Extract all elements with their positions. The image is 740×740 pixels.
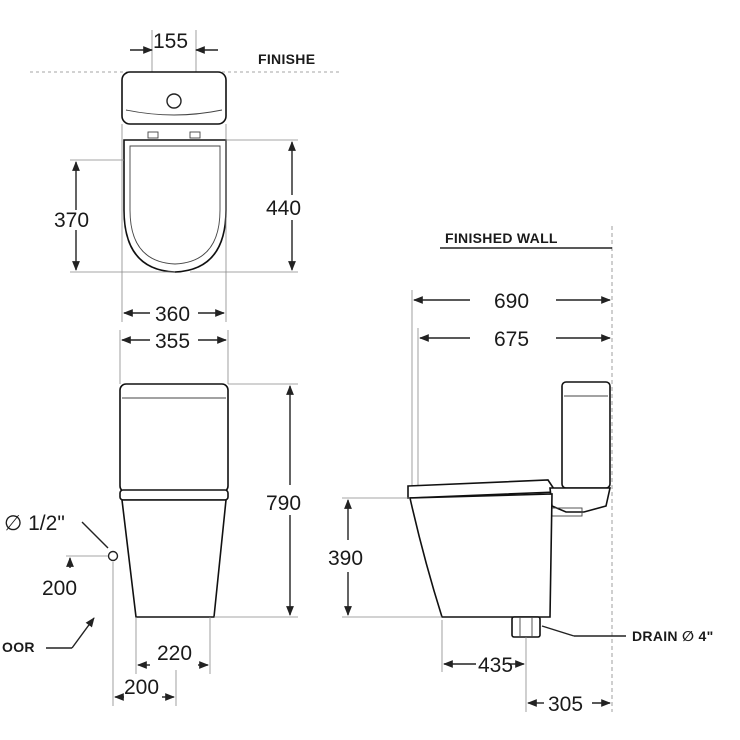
dim-total-height: 790	[266, 492, 301, 515]
dim-base-width: 220	[157, 642, 192, 665]
finished-top-label: FINISHE	[258, 51, 315, 67]
front-view: 355 790 ∅ 1/2" 200 OOR 220	[2, 330, 301, 706]
dim-seat-height: 390	[328, 547, 363, 570]
dim-side-depth-inner: 675	[494, 328, 529, 351]
water-inlet-symbol	[107, 550, 119, 562]
dim-top-width: 155	[153, 30, 188, 53]
top-view: FINISHE 155 370 440 360	[30, 30, 340, 326]
dim-inlet-offset: 200	[124, 676, 159, 699]
bowl-front	[121, 499, 227, 618]
seat-outline	[123, 139, 227, 273]
dim-total-length: 440	[266, 197, 301, 220]
drain-outlet	[511, 616, 541, 638]
tank-top-outline	[121, 71, 227, 125]
drain-label: DRAIN ∅ 4"	[632, 628, 714, 644]
water-inlet-label: ∅ 1/2"	[4, 512, 65, 535]
dim-front-width: 355	[155, 330, 190, 353]
side-view: FINISHED WALL 690 675 390 DRA	[328, 226, 714, 716]
dim-seat-length: 370	[54, 209, 89, 232]
dim-inlet-height: 200	[42, 577, 77, 600]
dim-top-body-width: 360	[155, 303, 190, 326]
dim-side-depth: 690	[494, 290, 529, 313]
tank-side	[561, 381, 611, 489]
dim-drain-to-wall: 305	[548, 693, 583, 716]
flush-button	[166, 93, 182, 109]
seat-front	[119, 489, 229, 501]
tank-front	[119, 383, 229, 493]
bowl-side	[409, 493, 553, 618]
floor-label: OOR	[2, 639, 35, 655]
dim-drain-to-front: 435	[478, 654, 513, 677]
finished-wall-label: FINISHED WALL	[445, 230, 558, 246]
